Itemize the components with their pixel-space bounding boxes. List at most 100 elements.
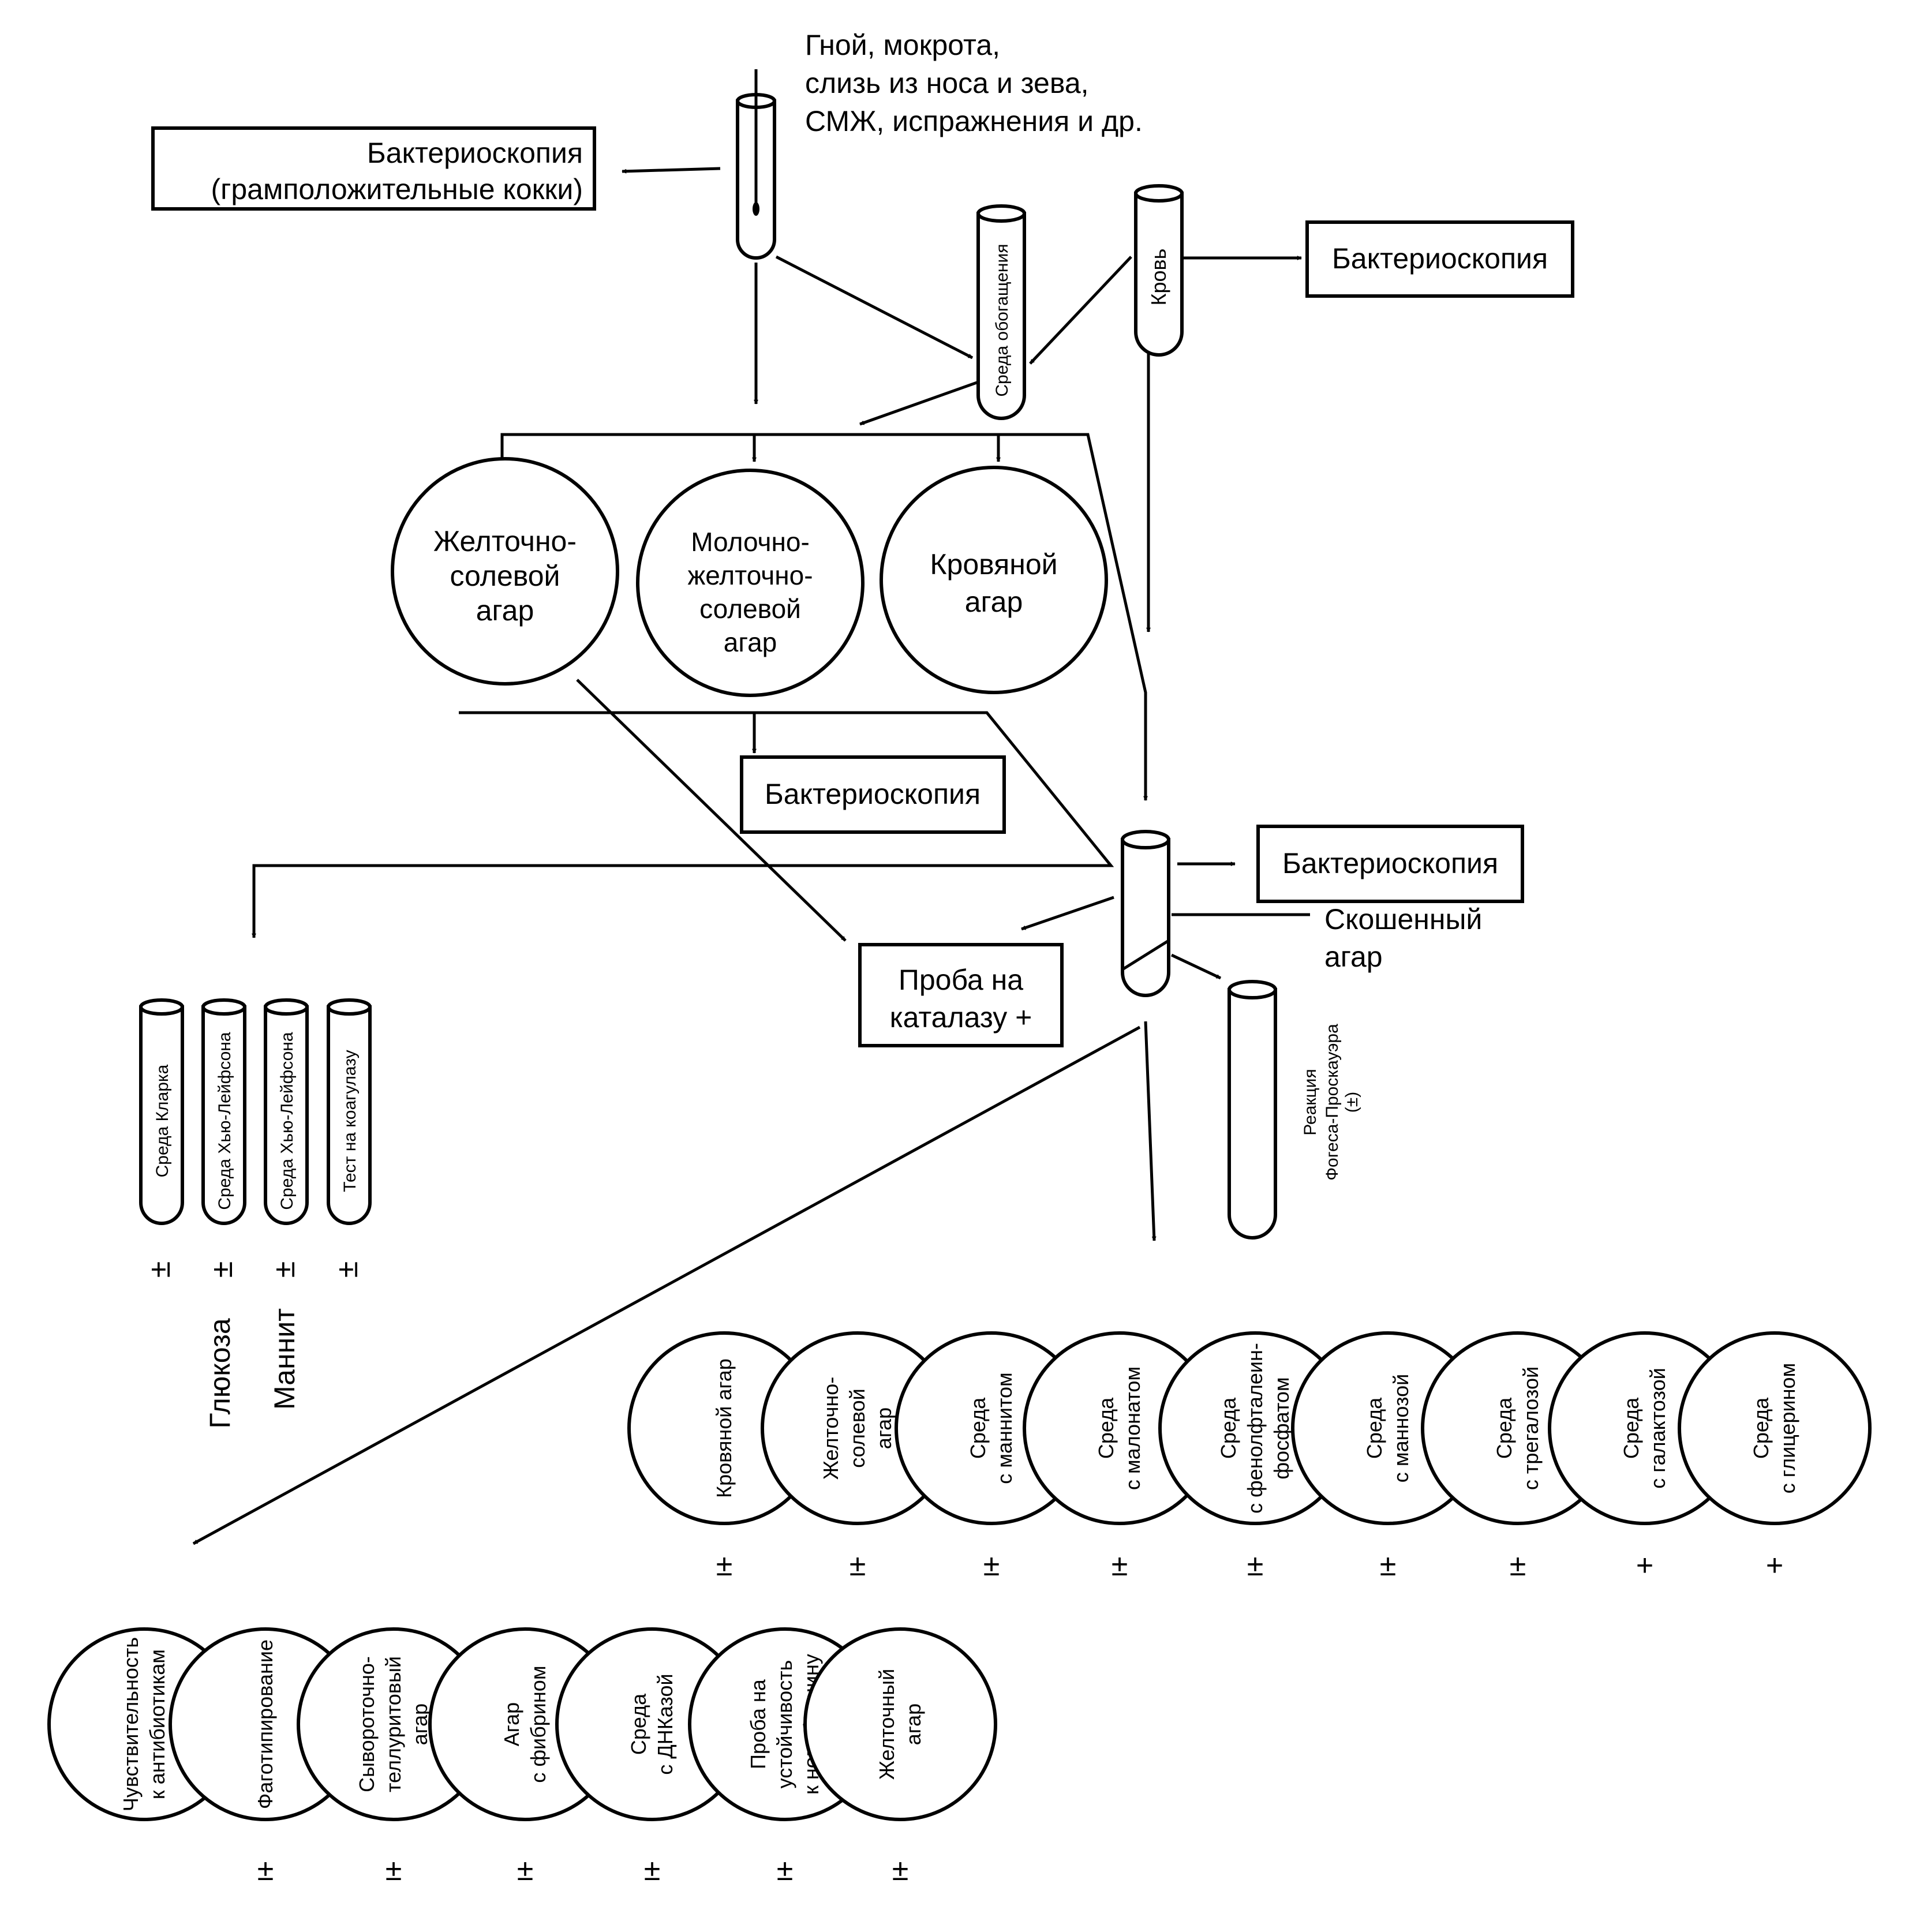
enrichment-tube-label: Среда обогащения xyxy=(993,244,1012,396)
right-plate-sign: ± xyxy=(1510,1549,1526,1582)
small-tube-sign: ± xyxy=(268,1261,301,1278)
bottom-plate-label: с фибрином xyxy=(526,1665,550,1783)
small-tube-label: Среда Хью-Лейфсона xyxy=(215,1032,234,1210)
bottom-plate-label: Фаготипирование xyxy=(253,1639,277,1809)
vp-label-line: Фогеса-Проскауэра xyxy=(1323,1024,1342,1181)
right-plate-label: Среда xyxy=(1749,1397,1773,1459)
arrow-slant-to-catalase xyxy=(1021,896,1114,931)
bottom-plate-label: Чувствительность xyxy=(119,1637,143,1811)
catalase-line1: Проба на xyxy=(899,964,1023,996)
small-tube: Среда Кларка ± xyxy=(139,998,184,1278)
specimen-label: Гной, мокрота, слизь из носа и зева, СМЖ… xyxy=(805,29,1143,137)
vp-label-line: (±) xyxy=(1342,1092,1361,1113)
arrow-enrichment-to-plates xyxy=(859,376,990,426)
vp-label-line: Реакция xyxy=(1301,1069,1320,1135)
small-tube-sign: ± xyxy=(205,1261,239,1278)
bacterioscopy-plates-text: Бактериоскопия xyxy=(765,778,981,810)
plate-yolk-salt-line: Желточно- xyxy=(433,525,577,557)
specimen-line: СМЖ, испражнения и др. xyxy=(805,105,1143,137)
bottom-plate-sign: ± xyxy=(777,1854,794,1887)
bacterioscopy-slant-box: Бактериоскопия xyxy=(1256,825,1524,903)
right-plate-label: с маннитом xyxy=(993,1372,1016,1484)
right-plate-label: солевой xyxy=(845,1388,869,1468)
connectors xyxy=(192,167,1310,1545)
right-plate-sign: ± xyxy=(1247,1549,1264,1582)
arrow-slant-down xyxy=(1144,1021,1157,1241)
arrow-slant-to-vp xyxy=(1170,953,1222,980)
small-tubes-group: Среда Кларка±Среда Хью-Лейфсона±Среда Хь… xyxy=(139,998,372,1278)
right-plate-label: с малонатом xyxy=(1121,1366,1144,1490)
slant-agar-tube xyxy=(1121,830,1170,997)
bacterioscopy-gram-box: Бактериоскопия (грамположительные кокки) xyxy=(151,126,596,211)
plate-yolk-salt: Желточно- солевой агар xyxy=(391,457,619,686)
slant-agar-label: Скошенный агар xyxy=(1324,903,1490,973)
right-plate-sign: + xyxy=(1636,1549,1653,1582)
right-plate-sign: ± xyxy=(1380,1549,1397,1582)
specimen-line: Гной, мокрота, xyxy=(805,29,1000,61)
plate-yolk-salt-line: солевой xyxy=(450,560,560,592)
bottom-plate-sign: ± xyxy=(892,1854,909,1887)
right-plate-label: с глицерином xyxy=(1776,1363,1799,1493)
plate-milk-yolk-salt-line: Молочно- xyxy=(691,527,810,557)
right-plate-sign: + xyxy=(1766,1549,1783,1582)
right-plate-label: Среда xyxy=(1217,1397,1240,1459)
right-plate-sign: ± xyxy=(850,1549,866,1582)
plate-blood-agar-line: агар xyxy=(965,586,1023,618)
right-plate-label: с маннозой xyxy=(1389,1374,1413,1482)
plate-blood-agar: Кровяной агар xyxy=(880,466,1108,694)
right-plate-sign: ± xyxy=(716,1549,733,1582)
specimen-line: слизь из носа и зева, xyxy=(805,67,1089,99)
right-plate-label: с галактозой xyxy=(1646,1368,1670,1488)
bottom-plate-sign: ± xyxy=(517,1854,534,1887)
glucose-label: Глюкоза xyxy=(204,1318,236,1429)
plate-yolk-salt-line: агар xyxy=(476,594,534,627)
right-plate-label: Среда xyxy=(1363,1397,1386,1459)
right-plate-label: Желточно- xyxy=(819,1377,843,1480)
right-plate-label: фосфатом xyxy=(1270,1377,1293,1479)
bacterioscopy-blood-box: Бактериоскопия xyxy=(1305,220,1574,298)
bottom-plate-label: устойчивость xyxy=(773,1660,796,1789)
right-plate-label: Кровяной агар xyxy=(712,1358,736,1498)
specimen-tube xyxy=(736,69,776,260)
bottom-plate-sign: ± xyxy=(644,1854,661,1887)
right-plate-label: Среда xyxy=(1492,1397,1516,1459)
catalase-line2: каталазу + xyxy=(890,1001,1032,1034)
small-tube: Среда Хью-Лейфсона ± xyxy=(264,998,309,1278)
right-plate-label: Среда xyxy=(1094,1397,1118,1459)
small-tube-label: Среда Кларка xyxy=(153,1064,172,1177)
bottom-plate-label: агар xyxy=(901,1703,925,1745)
bottom-plate-label: Проба на xyxy=(746,1679,770,1769)
plates-to-slant-bracket xyxy=(252,711,1114,938)
bacterioscopy-gram-line2: (грамположительные кокки) xyxy=(211,173,583,205)
small-tube-sign: ± xyxy=(331,1261,364,1278)
bacterioscopy-plates-box: Бактериоскопия xyxy=(740,755,1006,834)
arrow-yolk-salt-to-catalase xyxy=(576,679,847,942)
small-tube-label: Среда Хью-Лейфсона xyxy=(278,1032,297,1210)
arrow-to-bacterioscopy-gram xyxy=(622,167,721,174)
bacterioscopy-slant-text: Бактериоскопия xyxy=(1282,847,1498,879)
blood-tube-label: Кровь xyxy=(1147,249,1170,306)
bottom-plate-label: Среда xyxy=(627,1693,650,1755)
voges-proskauer-tube: Реакция Фогеса-Проскауэра (±) xyxy=(1228,980,1361,1240)
blood-tube: Кровь xyxy=(1134,184,1184,357)
catalase-box: Проба на каталазу + xyxy=(858,943,1064,1047)
right-plate: Кровяной агар ± xyxy=(627,1331,821,1582)
right-plate-label: с фенолфталеин- xyxy=(1243,1343,1267,1514)
bottom-plate-sign: ± xyxy=(386,1854,402,1887)
plate-milk-yolk-salt-line: агар xyxy=(724,627,777,657)
small-tube: Тест на коагулазу± xyxy=(327,998,372,1278)
small-tube-sign: ± xyxy=(143,1261,177,1278)
enrichment-tube: Среда обогащения xyxy=(976,204,1026,420)
arrow-specimen-to-enrichment xyxy=(775,255,974,360)
bottom-plate-label: с ДНКазой xyxy=(653,1673,677,1774)
bottom-plate-label: Желточный xyxy=(875,1669,899,1780)
plate-milk-yolk-salt: Молочно- желточно- солевой агар xyxy=(636,469,865,697)
